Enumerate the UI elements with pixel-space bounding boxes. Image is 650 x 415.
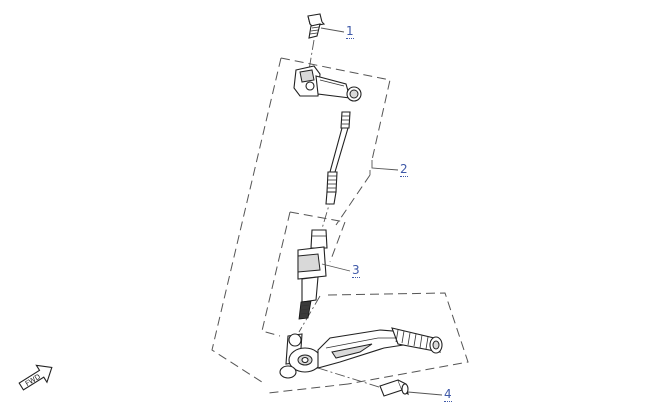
bolt-bottom[interactable] <box>379 379 409 397</box>
leader-lines <box>320 27 443 396</box>
linkage-rod[interactable] <box>293 65 362 205</box>
shift-arm[interactable] <box>297 229 328 320</box>
callout-1[interactable]: 1 <box>346 24 354 39</box>
shift-pedal[interactable] <box>279 327 443 379</box>
callout-2[interactable]: 2 <box>400 162 408 177</box>
callout-4[interactable]: 4 <box>444 387 452 402</box>
group-outline-pedal <box>261 211 469 394</box>
fwd-arrow-icon: FWD <box>18 364 53 391</box>
group-outline-linkage <box>211 57 391 385</box>
bolt-top[interactable] <box>307 13 326 39</box>
callout-3[interactable]: 3 <box>352 263 360 278</box>
